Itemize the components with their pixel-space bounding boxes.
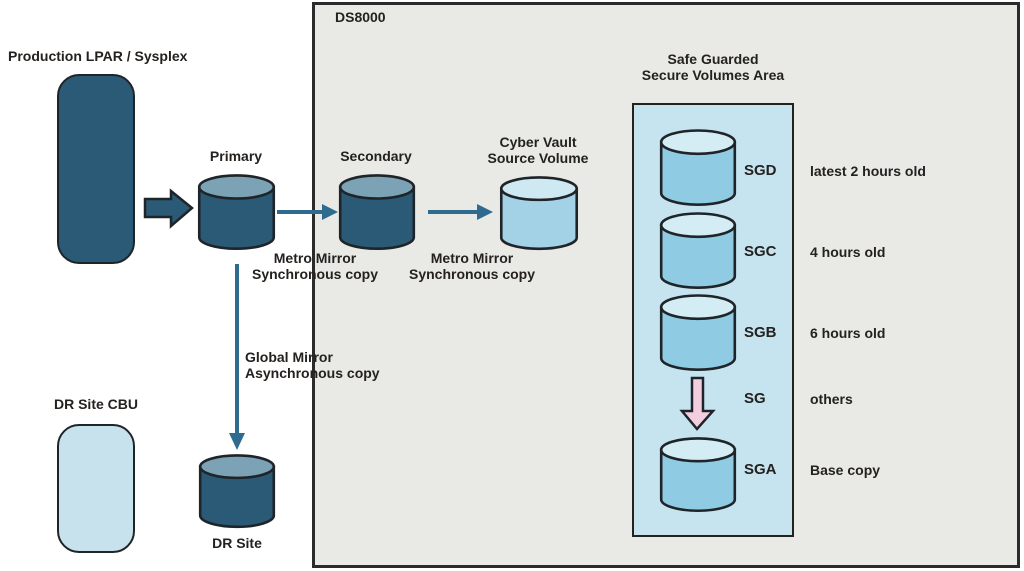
sgb-desc-label: 6 hours old: [810, 325, 886, 341]
cyber-vault-source-volume-cylinder-icon: [498, 175, 580, 252]
sgc-volume-cylinder-icon: [658, 211, 738, 291]
dr-site-cbu-node: [57, 424, 135, 553]
primary-label: Primary: [209, 148, 263, 164]
dr-site-cbu-label: DR Site CBU: [53, 396, 138, 412]
secondary-volume-cylinder-icon: [337, 173, 417, 252]
cyber-vault-label-line1: Cyber Vault: [499, 134, 577, 150]
global-mirror-line2: Asynchronous copy: [245, 365, 380, 381]
sga-id-label: SGA: [744, 461, 777, 478]
metro-mirror-2-line1: Metro Mirror: [430, 250, 514, 266]
dr-site-label: DR Site: [212, 535, 262, 551]
dr-site-volume-cylinder-icon: [197, 453, 277, 530]
sgc-id-label: SGC: [744, 243, 777, 260]
global-mirror-label: Global Mirror Asynchronous copy: [245, 349, 380, 381]
cyber-vault-label-line2: Source Volume: [487, 150, 589, 166]
metro-mirror-1-line2: Synchronous copy: [251, 266, 379, 282]
sga-volume-cylinder-icon: [658, 436, 738, 514]
production-lpar-node: [57, 74, 135, 264]
safe-guarded-title: Safe Guarded Secure Volumes Area: [633, 51, 793, 83]
secondary-label: Secondary: [340, 148, 412, 164]
metro-mirror-label-2: Metro Mirror Synchronous copy: [392, 250, 552, 282]
cyber-vault-label: Cyber Vault Source Volume: [468, 134, 608, 166]
sg-desc-label: others: [810, 391, 853, 407]
metro-mirror-2-line2: Synchronous copy: [408, 266, 536, 282]
sgd-volume-cylinder-icon: [658, 128, 738, 208]
metro-mirror-label-1: Metro Mirror Synchronous copy: [235, 250, 395, 282]
safe-guarded-title-line1: Safe Guarded: [667, 51, 759, 67]
safe-guarded-title-line2: Secure Volumes Area: [641, 67, 785, 83]
sga-desc-label: Base copy: [810, 462, 881, 478]
ds8000-title: DS8000: [335, 9, 386, 25]
block-arrow-icon: [143, 188, 194, 229]
sg-id-label: SG: [744, 390, 766, 407]
sgb-volume-cylinder-icon: [658, 293, 738, 373]
production-lpar-label: Production LPAR / Sysplex: [8, 48, 188, 64]
sgc-desc-label: 4 hours old: [810, 244, 886, 260]
metro-mirror-1-line1: Metro Mirror: [273, 250, 357, 266]
sgd-desc-label: latest 2 hours old: [810, 163, 926, 179]
primary-volume-cylinder-icon: [196, 173, 277, 252]
sgb-id-label: SGB: [744, 324, 777, 341]
global-mirror-line1: Global Mirror: [245, 349, 333, 365]
sgd-id-label: SGD: [744, 162, 777, 179]
